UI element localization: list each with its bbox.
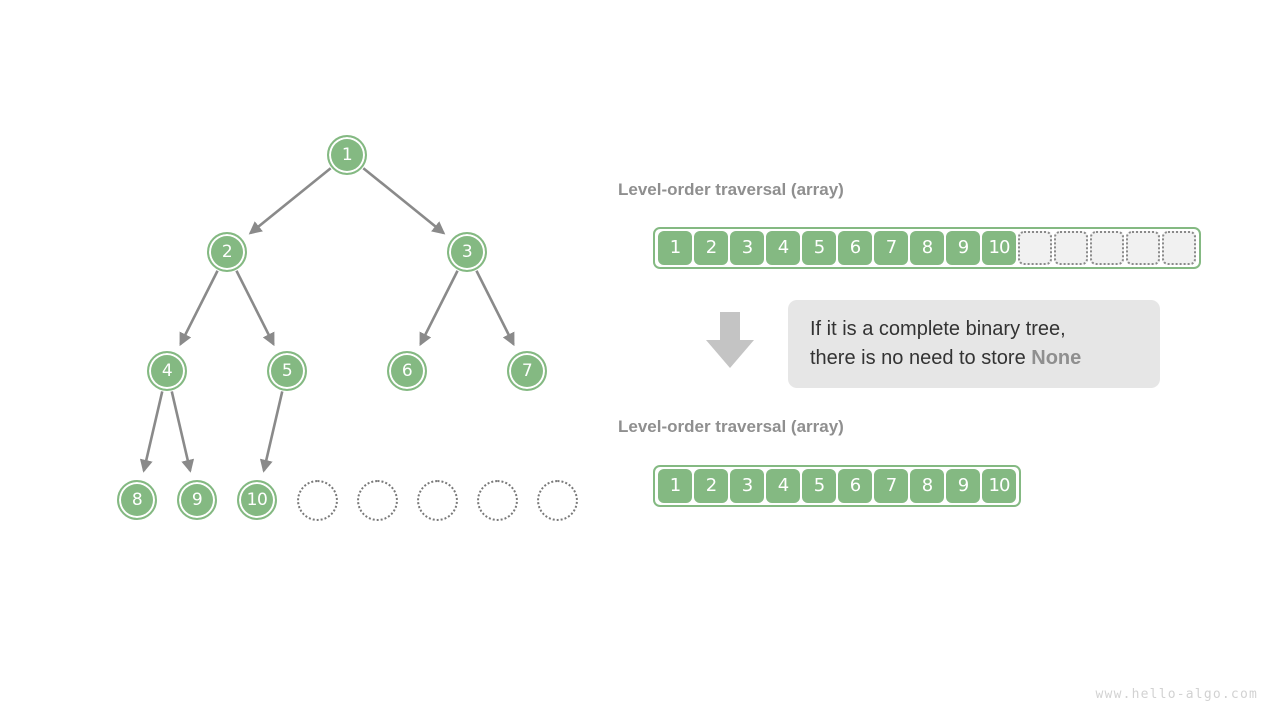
array-two-cell-5: 6 bbox=[838, 469, 872, 503]
array-one-cell-1: 2 bbox=[694, 231, 728, 265]
tree-edge-n1-n2 bbox=[248, 167, 332, 235]
array-one-cell-5: 6 bbox=[838, 231, 872, 265]
down-arrow-icon bbox=[706, 312, 754, 368]
watermark: www.hello-algo.com bbox=[1095, 687, 1258, 702]
tree-node-10: 10 bbox=[237, 480, 277, 520]
tree-node-9: 9 bbox=[177, 480, 217, 520]
tree-node-4: 4 bbox=[147, 351, 187, 391]
note-none-keyword: None bbox=[1031, 347, 1082, 369]
tree-edge-n2-n5 bbox=[235, 270, 275, 347]
array-one-empty-cell-2 bbox=[1090, 231, 1124, 265]
tree-node-7: 7 bbox=[507, 351, 547, 391]
array-two-cell-2: 3 bbox=[730, 469, 764, 503]
array-one-empty-cell-4 bbox=[1162, 231, 1196, 265]
array-one-cell-6: 7 bbox=[874, 231, 908, 265]
note-line-2-text: there is no need to store bbox=[810, 347, 1032, 369]
first-array-title: Level-order traversal (array) bbox=[618, 180, 844, 199]
note-callout: If it is a complete binary tree, there i… bbox=[788, 300, 1160, 388]
tree-node-2: 2 bbox=[207, 232, 247, 272]
tree-edge-n3-n7 bbox=[475, 270, 515, 347]
array-one-cell-7: 8 bbox=[910, 231, 944, 265]
array-one-empty-cell-3 bbox=[1126, 231, 1160, 265]
tree-edge-n2-n4 bbox=[179, 270, 219, 347]
array-two-cell-4: 5 bbox=[802, 469, 836, 503]
array-one-cell-8: 9 bbox=[946, 231, 980, 265]
array-two-cell-3: 4 bbox=[766, 469, 800, 503]
array-two-cell-0: 1 bbox=[658, 469, 692, 503]
tree-edge-n4-n8 bbox=[139, 391, 164, 473]
note-line-1: If it is a complete binary tree, bbox=[810, 318, 1066, 340]
tree-node-empty bbox=[536, 479, 578, 521]
array-one-cell-0: 1 bbox=[658, 231, 692, 265]
note-line-2: there is no need to store None bbox=[810, 344, 1138, 373]
tree-node-empty bbox=[356, 479, 398, 521]
tree-node-empty bbox=[416, 479, 458, 521]
array-two-cell-8: 9 bbox=[946, 469, 980, 503]
array-one-empty-cell-1 bbox=[1054, 231, 1088, 265]
array-one-empty-cell-0 bbox=[1018, 231, 1052, 265]
tree-node-6: 6 bbox=[387, 351, 427, 391]
tree-edge-n4-n9 bbox=[170, 391, 195, 473]
array-two-cell-7: 8 bbox=[910, 469, 944, 503]
tree-edge-n3-n6 bbox=[419, 270, 459, 347]
array-one-cell-9: 10 bbox=[982, 231, 1016, 265]
tree-node-empty bbox=[476, 479, 518, 521]
tree-node-1: 1 bbox=[327, 135, 367, 175]
tree-node-5: 5 bbox=[267, 351, 307, 391]
array-one-cell-2: 3 bbox=[730, 231, 764, 265]
tree-node-3: 3 bbox=[447, 232, 487, 272]
second-array-title: Level-order traversal (array) bbox=[618, 417, 844, 436]
array-one-cell-4: 5 bbox=[802, 231, 836, 265]
tree-edge-n1-n3 bbox=[362, 167, 446, 235]
array-two-cell-9: 10 bbox=[982, 469, 1016, 503]
tree-edge-n5-n10 bbox=[259, 391, 284, 473]
array-one-cell-3: 4 bbox=[766, 231, 800, 265]
tree-node-8: 8 bbox=[117, 480, 157, 520]
tree-node-empty bbox=[296, 479, 338, 521]
array-two-cell-6: 7 bbox=[874, 469, 908, 503]
array-two-cell-1: 2 bbox=[694, 469, 728, 503]
